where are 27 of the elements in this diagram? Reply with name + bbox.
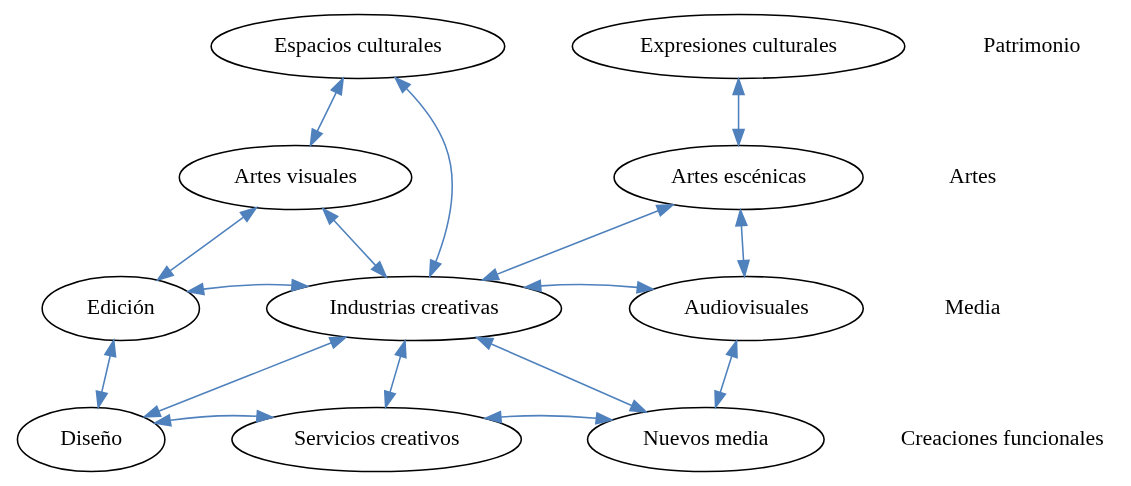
node-ellipse: Edición xyxy=(41,275,201,342)
arrow xyxy=(142,336,349,418)
arrow xyxy=(152,409,275,427)
node-ellipse: Expresiones culturales xyxy=(571,13,906,80)
arrow xyxy=(155,206,259,282)
node-ellipse: Artes visuales xyxy=(178,144,413,211)
node-ellipse: Nuevos media xyxy=(586,406,825,473)
arrow xyxy=(714,338,738,410)
arrow xyxy=(95,338,117,410)
arrow xyxy=(321,206,388,279)
arrow xyxy=(474,336,649,413)
label: Artes xyxy=(948,164,997,189)
label: Patrimonio xyxy=(983,33,1081,58)
arrow xyxy=(383,338,407,410)
arrow xyxy=(480,204,676,281)
label: Creaciones funcionales xyxy=(900,426,1104,451)
arrow xyxy=(732,76,746,148)
node-ellipse: Artes escénicas xyxy=(613,144,864,211)
arrow xyxy=(393,75,453,279)
arrow xyxy=(185,278,310,296)
arrow xyxy=(522,279,656,294)
node-ellipse: Espacios culturales xyxy=(210,13,506,80)
label: Media xyxy=(944,295,1001,320)
arrow xyxy=(734,207,751,279)
arrow xyxy=(309,76,345,148)
arrow xyxy=(482,410,615,425)
node-ellipse: Audiovisuales xyxy=(628,275,864,342)
